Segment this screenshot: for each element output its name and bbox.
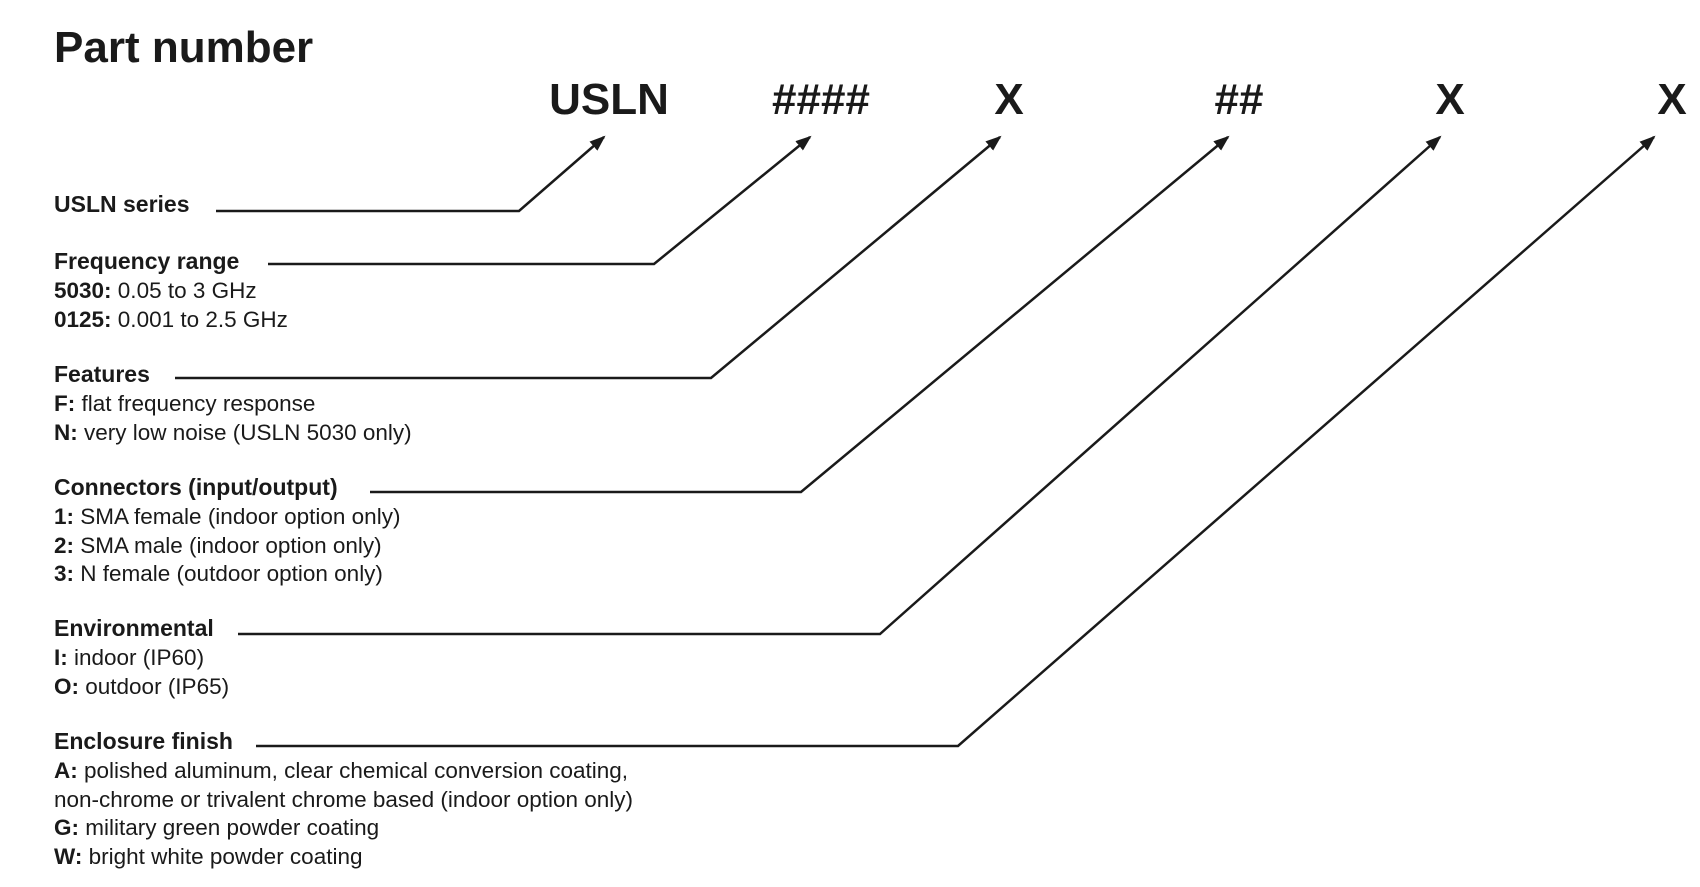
group-series: USLN series [54, 191, 190, 220]
group-title-enclosure: Enclosure finish [54, 728, 233, 754]
option-item: 0125: 0.001 to 2.5 GHz [54, 306, 288, 332]
connector-connectors [370, 135, 1230, 494]
option-item: 5030: 0.05 to 3 GHz [54, 278, 257, 303]
option-item: A: polished aluminum, clear chemical con… [54, 758, 634, 812]
group-frequency: Frequency range 5030: 0.05 to 3 GHz 0125… [54, 248, 288, 334]
group-connectors: Connectors (input/output) 1: SMA female … [54, 474, 400, 589]
option-item: W: bright white powder coating [54, 843, 363, 869]
option-item: 2: SMA male (indoor option only) [54, 532, 382, 558]
code-segment-features: X [994, 75, 1024, 124]
connector-enclosure [256, 135, 1656, 748]
option-item: N: very low noise (USLN 5030 only) [54, 419, 412, 445]
connector-features [175, 135, 1002, 380]
code-segment-frequency: #### [772, 75, 870, 124]
group-environmental: Environmental I: indoor (IP60) O: outdoo… [54, 615, 229, 701]
option-item: 1: SMA female (indoor option only) [54, 504, 401, 529]
connector-series [216, 135, 606, 213]
code-segment-environmental: X [1435, 75, 1465, 124]
page-title: Part number [54, 23, 314, 72]
group-title-connectors: Connectors (input/output) [54, 474, 338, 500]
group-title-features: Features [54, 361, 150, 387]
option-item: I: indoor (IP60) [54, 645, 205, 670]
group-enclosure: Enclosure finish A: polished aluminum, c… [54, 728, 633, 871]
code-segment-enclosure: X [1657, 75, 1687, 124]
option-item: G: military green powder coating [54, 815, 380, 840]
group-title-environmental: Environmental [54, 615, 214, 641]
code-segment-connectors: ## [1214, 75, 1264, 124]
group-title-frequency: Frequency range [54, 248, 240, 274]
connector-environmental [238, 135, 1442, 636]
code-segment-series: USLN [549, 75, 669, 124]
option-item: O: outdoor (IP65) [54, 673, 230, 699]
group-features: Features F: flat frequency response N: v… [54, 361, 412, 447]
connector-frequency [268, 135, 812, 266]
option-item: F: flat frequency response [54, 391, 316, 416]
group-title-series: USLN series [54, 191, 190, 217]
option-item: 3: N female (outdoor option only) [54, 561, 383, 586]
